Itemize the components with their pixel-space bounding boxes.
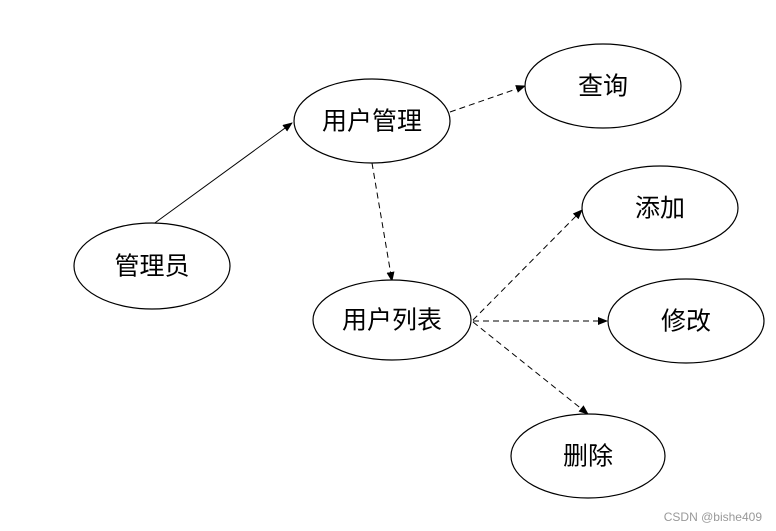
node-delete-label: 删除: [563, 442, 613, 471]
node-delete: 删除: [510, 413, 666, 499]
node-add: 添加: [581, 165, 739, 251]
node-add-label: 添加: [635, 194, 685, 223]
node-admin-label: 管理员: [114, 252, 189, 281]
node-user-list: 用户列表: [312, 279, 472, 361]
node-query-shape: [524, 43, 682, 129]
edge-user-list-to-delete: [472, 321, 589, 415]
node-user-mgmt-label: 用户管理: [322, 107, 422, 136]
node-edit-shape: [607, 278, 765, 364]
node-admin-shape: [73, 222, 231, 310]
watermark-text: CSDN @bishe409: [664, 510, 763, 524]
node-add-shape: [581, 165, 739, 251]
node-edit: 修改: [607, 278, 765, 364]
node-admin: 管理员: [73, 222, 231, 310]
node-delete-shape: [510, 413, 666, 499]
edges: [151, 85, 608, 415]
node-user-list-shape: [312, 279, 472, 361]
node-query-label: 查询: [578, 72, 628, 101]
edge-admin-to-user-mgmt: [151, 122, 293, 226]
node-user-list-label: 用户列表: [342, 306, 442, 335]
node-query: 查询: [524, 43, 682, 129]
node-user-mgmt-shape: [293, 78, 451, 164]
edge-user-list-to-add: [472, 209, 583, 321]
node-user-mgmt: 用户管理: [293, 78, 451, 164]
edge-user-mgmt-to-user-list: [371, 162, 395, 282]
edge-user-mgmt-to-query: [449, 85, 526, 113]
node-edit-label: 修改: [661, 307, 711, 336]
